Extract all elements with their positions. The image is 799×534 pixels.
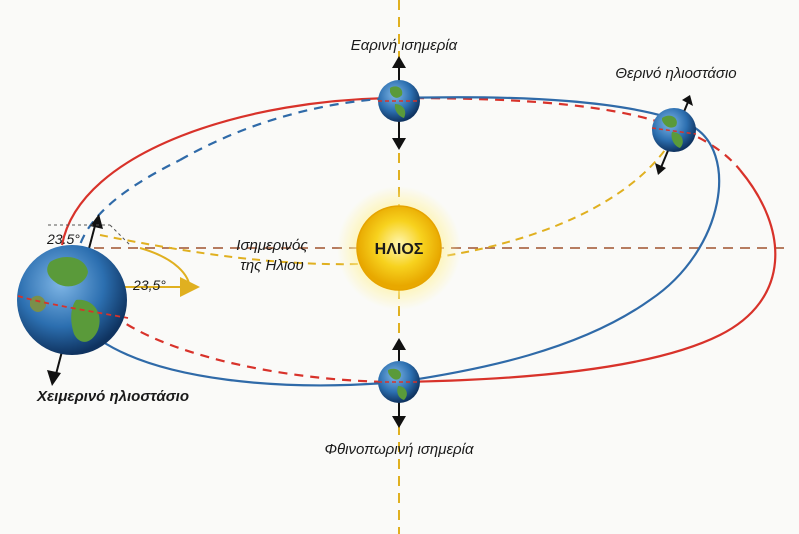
summer-solstice-label: Θερινό ηλιοστάσιο bbox=[615, 65, 736, 82]
tilt-angle-label-1: 23.5° bbox=[46, 231, 80, 247]
earth-summer-solstice bbox=[651, 95, 697, 175]
sun-label: ΗΛΙΟΣ bbox=[375, 241, 424, 258]
sun-equator-label-line1: Ισημερινός bbox=[236, 237, 308, 254]
autumn-equinox-label: Φθινοπωρινή ισημερία bbox=[324, 441, 474, 458]
tilt-angle-label-2: 23,5° bbox=[132, 277, 166, 293]
orbit-red bbox=[60, 96, 777, 384]
vernal-equinox-label: Εαρινή ισημερία bbox=[351, 37, 458, 54]
earth-autumn-equinox bbox=[378, 338, 420, 428]
sun-equator-label-line2: της Ηλιου bbox=[240, 257, 304, 274]
earth-vernal-equinox bbox=[378, 56, 420, 150]
winter-solstice-label: Χειμερινό ηλιοστάσιο bbox=[36, 388, 189, 405]
sun: ΗΛΙΟΣ bbox=[337, 186, 461, 310]
earth-winter-solstice bbox=[17, 214, 131, 386]
